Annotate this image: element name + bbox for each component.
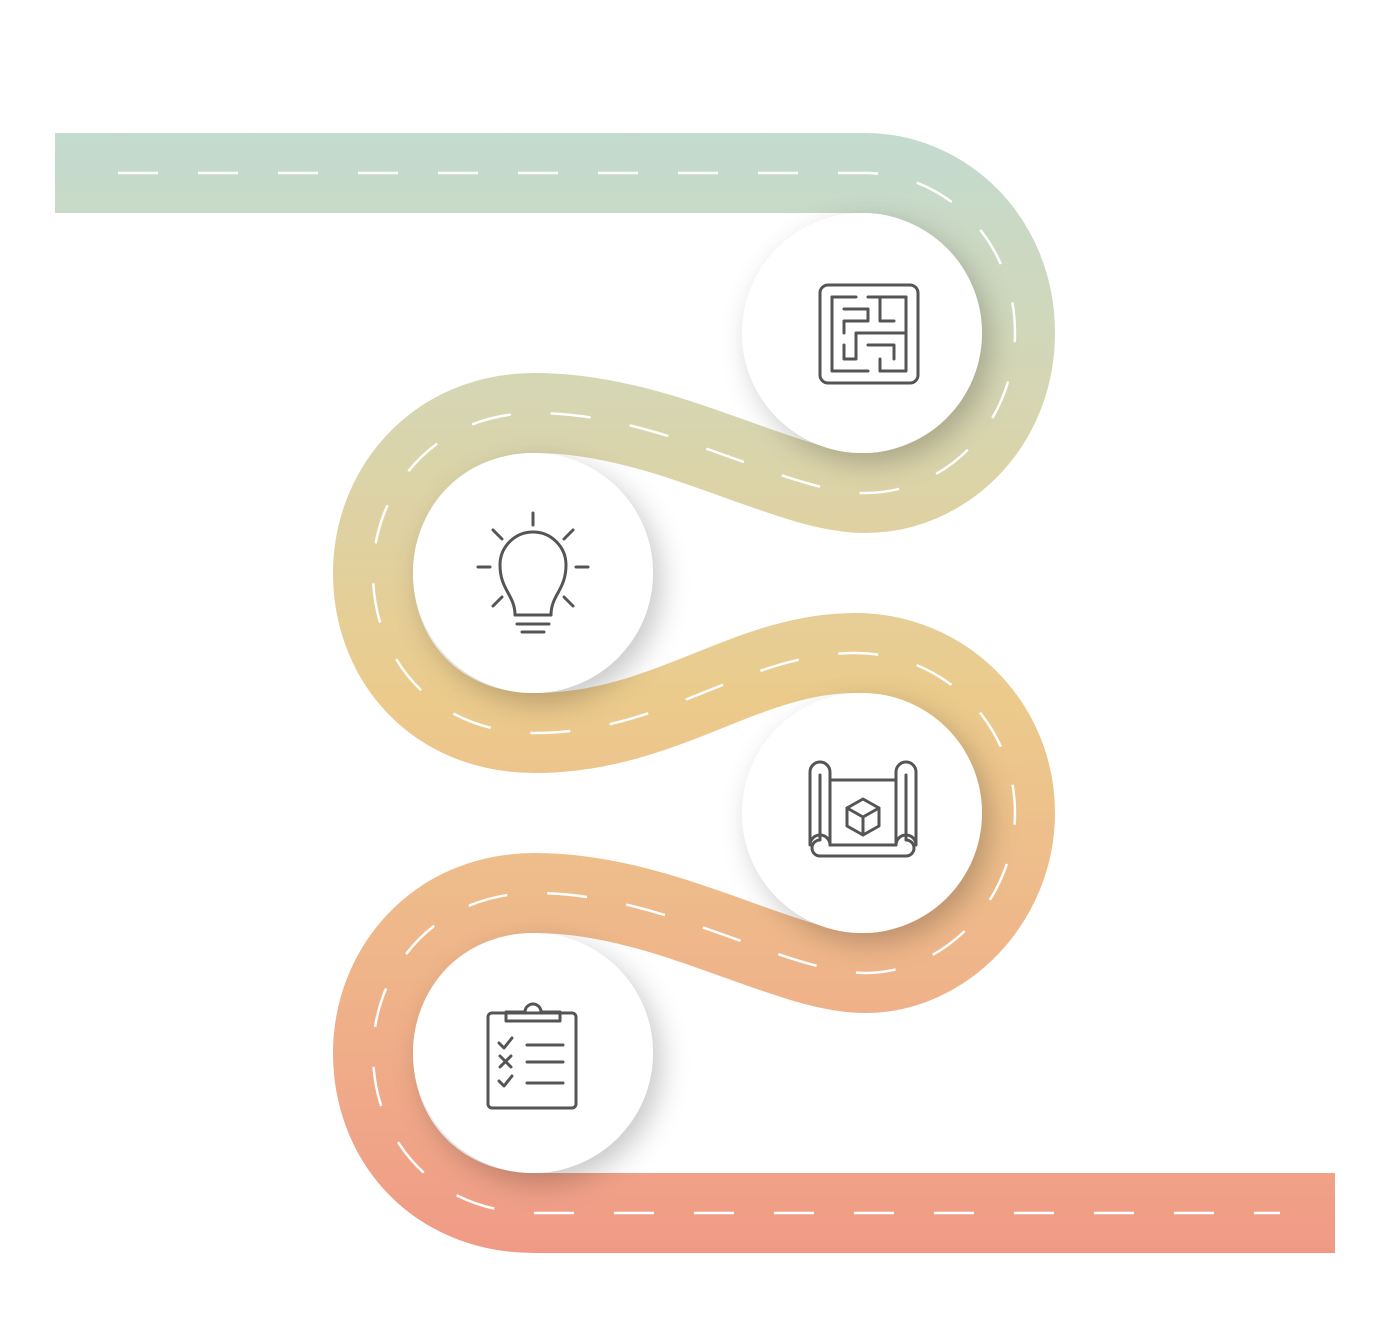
maze-icon <box>818 283 920 385</box>
road <box>55 133 1335 1253</box>
milestone-4 <box>413 933 653 1173</box>
blueprint-icon <box>808 760 918 858</box>
checklist-icon <box>486 1002 578 1110</box>
milestone-3 <box>742 693 982 933</box>
lane-markings <box>118 171 1280 1215</box>
lightbulb-icon <box>476 511 590 634</box>
milestone-2 <box>413 453 653 693</box>
milestone-1 <box>742 213 982 453</box>
